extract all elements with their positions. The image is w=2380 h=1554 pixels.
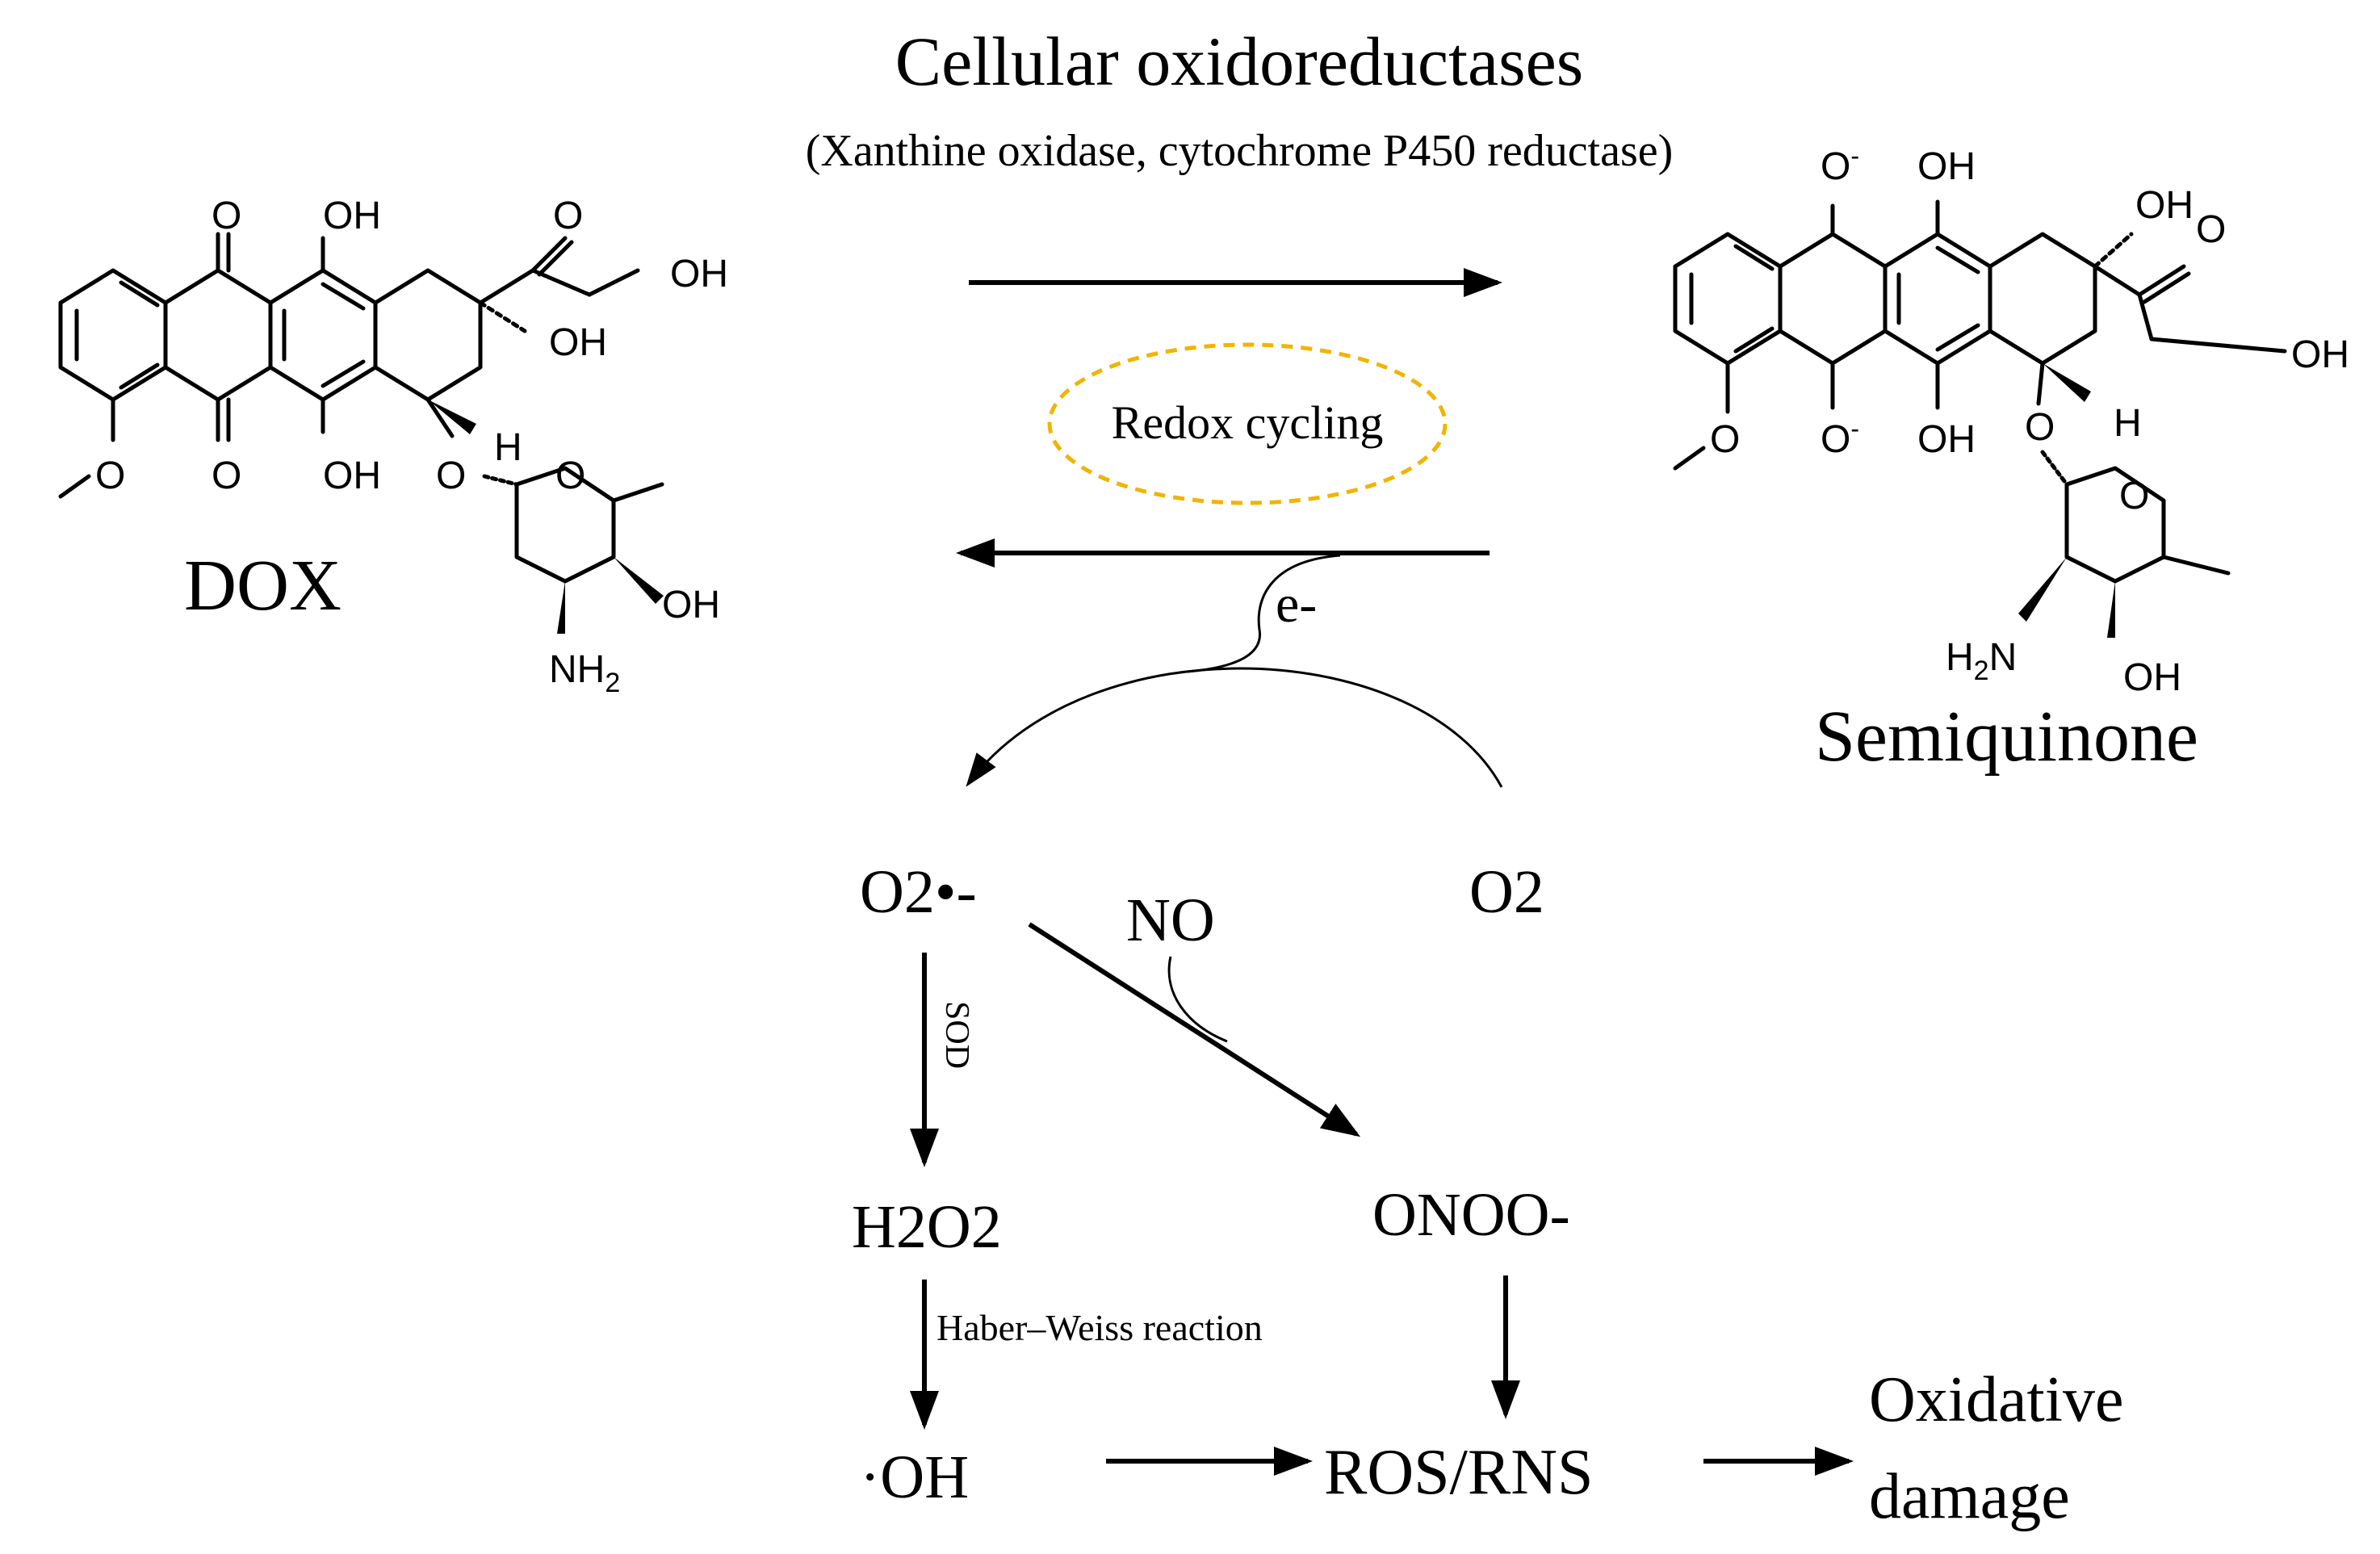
sq-o-keto: O bbox=[2196, 208, 2226, 251]
enzyme-title: Cellular oxidoreductases bbox=[895, 23, 1584, 100]
dox-oh-bottom: OH bbox=[323, 454, 381, 497]
dox-name: DOX bbox=[184, 546, 341, 626]
peroxynitrite-species: ONOO- bbox=[1372, 1181, 1570, 1249]
electron-transfer-curve bbox=[1186, 554, 1341, 673]
dox-o-sugar: O bbox=[555, 454, 585, 497]
sq-h-stereo: H bbox=[2114, 402, 2142, 445]
semiquinone-name: Semiquinone bbox=[1815, 697, 2198, 777]
oxidative-damage-line2: damage bbox=[1869, 1461, 2070, 1532]
oxygen-reduction-arc bbox=[966, 667, 1503, 788]
sq-oh-sugar: OH bbox=[2123, 656, 2181, 699]
sq-o-methoxy: O bbox=[1710, 418, 1740, 461]
redox-cycling-ellipse bbox=[1047, 342, 1448, 505]
superoxide-species: O2•- bbox=[860, 858, 977, 926]
oxidative-damage-line1: Oxidative bbox=[1869, 1364, 2123, 1435]
sq-oh-ring: OH bbox=[2135, 184, 2194, 227]
sq-oh-top: OH bbox=[1917, 145, 1976, 188]
dox-nh2: NH2 bbox=[549, 648, 620, 698]
sq-o-sugar: O bbox=[2119, 475, 2149, 517]
no-join-curve bbox=[1167, 956, 1228, 1043]
dox-oh-ch2: OH bbox=[670, 253, 728, 295]
sq-oh-ch2: OH bbox=[2291, 333, 2349, 376]
dox-structure bbox=[58, 232, 664, 634]
dox-oh-top: OH bbox=[323, 195, 381, 237]
haber-weiss-label: Haber–Weiss reaction bbox=[936, 1307, 1263, 1348]
nitric-oxide-species: NO bbox=[1126, 886, 1215, 954]
enzyme-subtitle: (Xanthine oxidase, cytochrome P450 reduc… bbox=[806, 126, 1674, 176]
sq-o-top: O- bbox=[1821, 141, 1859, 188]
sq-o-glyco: O bbox=[2025, 406, 2055, 449]
hydrogen-peroxide-species: H2O2 bbox=[852, 1193, 1002, 1261]
oxygen-species: O2 bbox=[1469, 858, 1544, 926]
redox-cycling-label: Redox cycling bbox=[1112, 396, 1384, 449]
dox-oh-ring: OH bbox=[549, 321, 607, 364]
sq-o-bottom: O- bbox=[1821, 414, 1859, 461]
sq-oh-bottom: OH bbox=[1917, 418, 1976, 461]
electron-label: e- bbox=[1276, 575, 1317, 634]
dox-o-top: O bbox=[212, 195, 241, 237]
dox-oh-sugar: OH bbox=[662, 584, 720, 626]
ros-rns-species: ROS/RNS bbox=[1324, 1437, 1593, 1508]
sq-h2n: H2N bbox=[1946, 636, 2017, 686]
dox-o-glyco: O bbox=[436, 454, 466, 497]
dox-o-bottom: O bbox=[212, 454, 241, 497]
dox-h-stereo: H bbox=[494, 426, 522, 469]
peroxynitrite-arrow bbox=[1028, 922, 1361, 1137]
dox-o-keto: O bbox=[553, 195, 583, 237]
dox-o-methoxy: O bbox=[95, 454, 125, 497]
sod-label: SOD bbox=[938, 1001, 975, 1069]
hydroxyl-radical-species: ·OH bbox=[860, 1443, 969, 1511]
semiquinone-structure bbox=[1673, 199, 2287, 638]
